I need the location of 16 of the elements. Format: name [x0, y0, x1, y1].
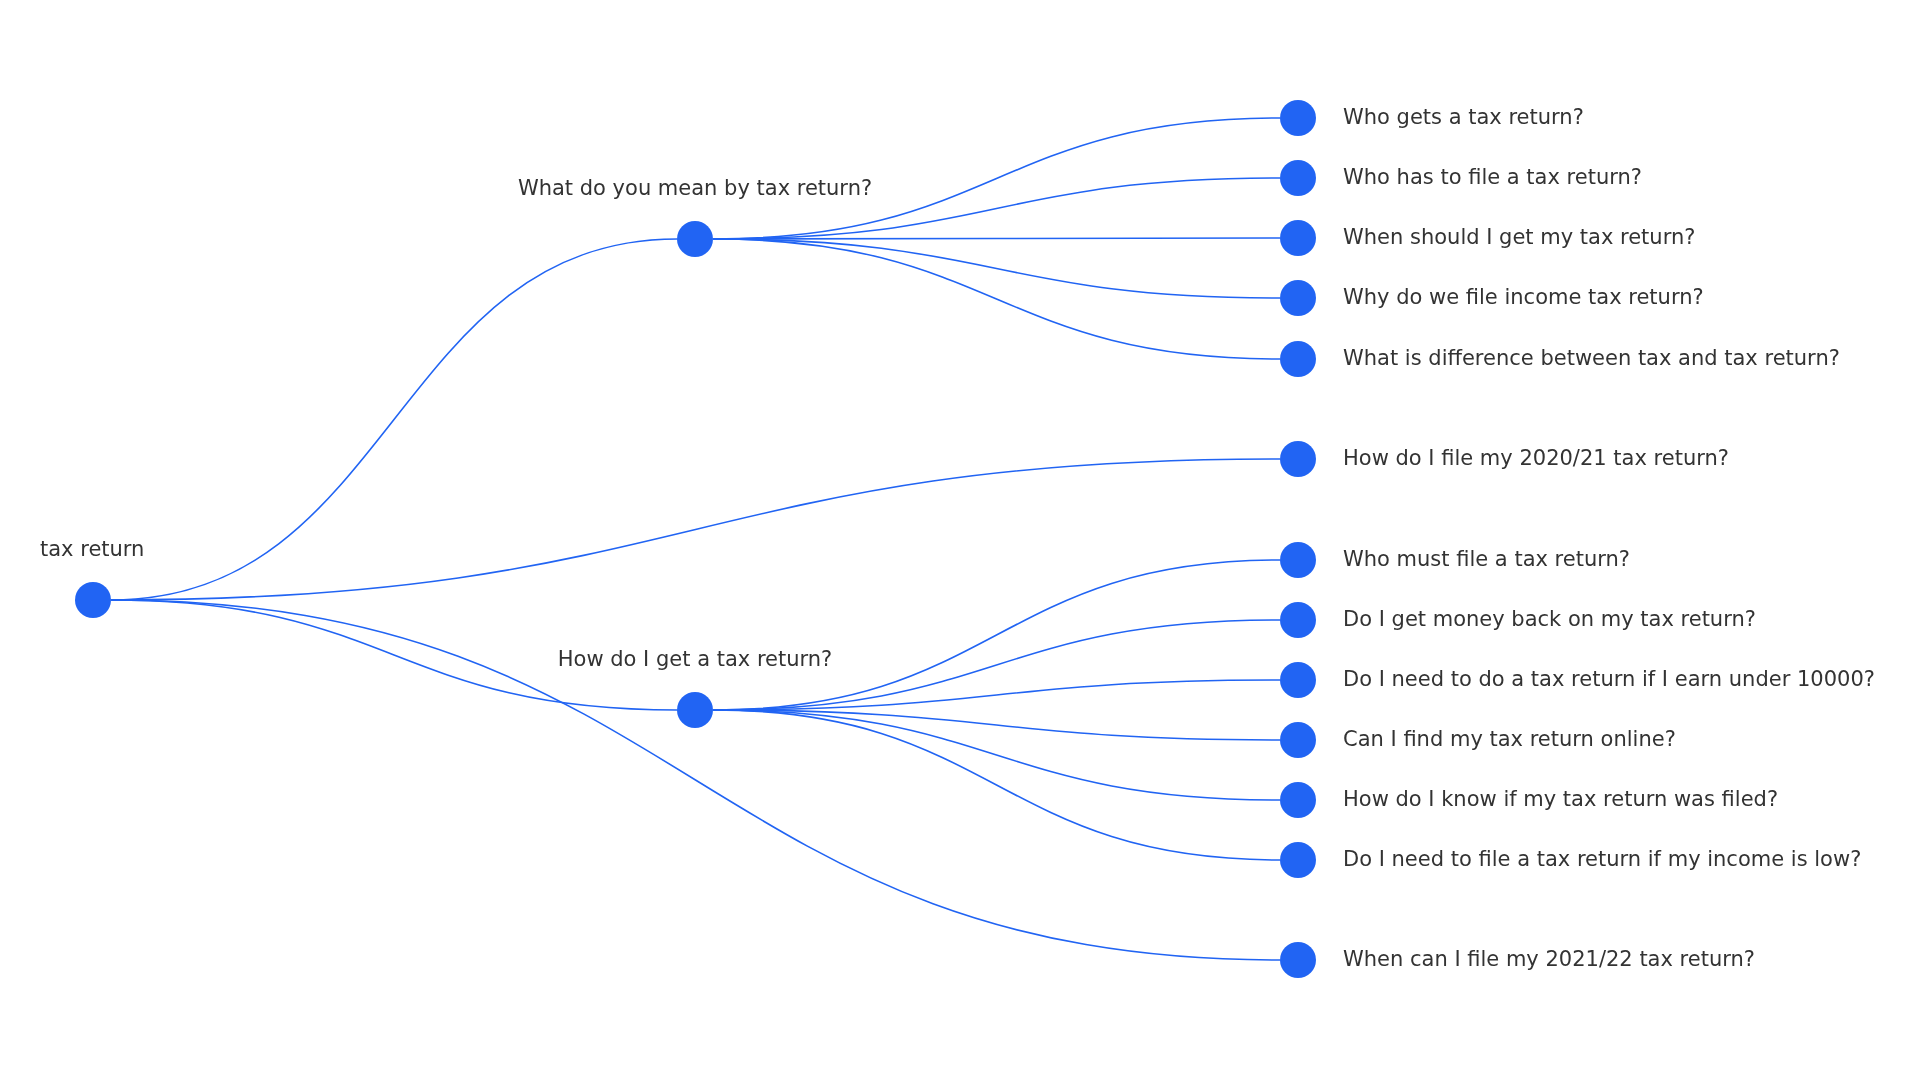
question-label: When should I get my tax return? [1343, 224, 1696, 250]
question-label: How do I get a tax return? [557, 646, 833, 672]
question-label: What is difference between tax and tax return? [1343, 345, 1840, 371]
question-label: Do I need to file a tax return if my income is low? [1343, 846, 1862, 872]
question-label: Who gets a tax return? [1343, 104, 1584, 130]
question-label: Do I get money back on my tax return? [1343, 606, 1756, 632]
question-label: Can I find my tax return online? [1343, 726, 1676, 752]
question-label: Why do we file income tax return? [1343, 284, 1704, 310]
question-label: Do I need to do a tax return if I earn under 10000? [1343, 666, 1875, 692]
question-label: Who has to file a tax return? [1343, 164, 1642, 190]
question-label: When can I file my 2021/22 tax return? [1343, 946, 1755, 972]
question-label: How do I file my 2020/21 tax return? [1343, 445, 1729, 471]
question-label: What do you mean by tax return? [517, 175, 873, 201]
question-label: tax return [40, 536, 145, 562]
question-label: Who must file a tax return? [1343, 546, 1630, 572]
question-label: How do I know if my tax return was filed? [1343, 786, 1779, 812]
